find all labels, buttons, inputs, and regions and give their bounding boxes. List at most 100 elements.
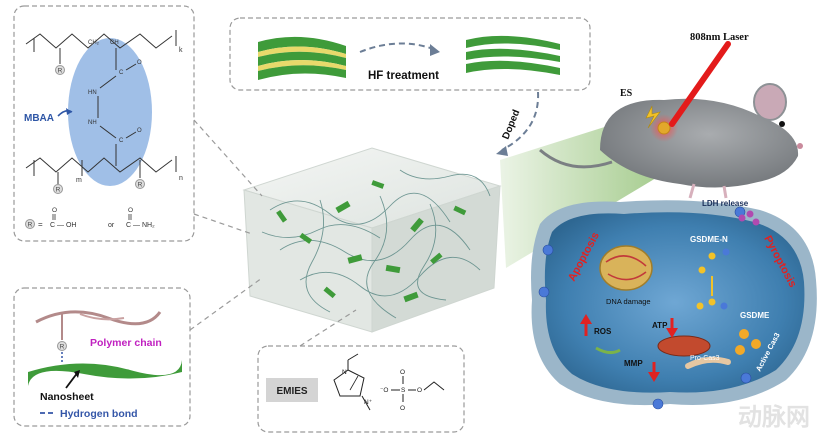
mouse-feet xyxy=(688,183,728,199)
emies-panel: EMIES N⁺ N ⁻O S O O O xyxy=(257,345,465,433)
ldh-dot-3 xyxy=(752,218,760,226)
connector-structure-2 xyxy=(193,213,253,235)
flake-2 xyxy=(371,180,385,189)
ch2-top: CH₂ xyxy=(88,40,100,46)
ldh-dot-1 xyxy=(738,214,746,222)
flake-3 xyxy=(410,217,424,233)
watermark-text: 动脉网 xyxy=(738,404,810,431)
strand-7 xyxy=(261,224,381,239)
imidazolium-ring xyxy=(333,369,365,397)
connector-structure-1 xyxy=(193,119,263,197)
cas3-1 xyxy=(739,329,749,339)
pore-3 xyxy=(652,398,664,410)
interaction-panel-border xyxy=(13,287,191,427)
ros-curve xyxy=(595,346,621,355)
r-def-group1: C — OH xyxy=(50,222,76,229)
es-label: ES xyxy=(620,88,633,99)
sub-n: n xyxy=(179,175,183,182)
strand-3 xyxy=(299,256,481,297)
ldh-molecules xyxy=(738,210,760,226)
flake-9 xyxy=(453,205,467,216)
gsdme-node-1 xyxy=(708,252,716,260)
membrane-pores xyxy=(538,206,752,410)
laser-label: 808nm Laser xyxy=(690,32,749,43)
strand-8 xyxy=(399,169,491,197)
ros-arrowhead xyxy=(580,314,592,324)
mmp-label: MMP xyxy=(624,359,643,368)
emies-label-box xyxy=(266,378,318,402)
strand-1 xyxy=(269,192,451,225)
sheet-1 xyxy=(466,35,560,50)
flake-1 xyxy=(335,200,351,214)
strand-5 xyxy=(366,195,397,319)
nucleus xyxy=(599,245,653,291)
r-circle-bl xyxy=(53,184,63,194)
mbaa-label: MBAA xyxy=(24,113,54,124)
hn-label: HN xyxy=(88,90,97,96)
hf-arrowhead xyxy=(430,44,440,56)
gsdme-n-label: GSDME-N xyxy=(690,235,728,244)
pore-1 xyxy=(542,244,554,256)
r-def-group2: C — NH₂ xyxy=(126,222,155,229)
ldh-label: LDH release xyxy=(702,199,749,208)
hydrogel-cube xyxy=(242,147,502,333)
mbaa-ellipse xyxy=(68,38,152,186)
active-cas3-icons xyxy=(735,329,761,355)
nanosheet-shape xyxy=(28,360,182,386)
gsdme-node-2 xyxy=(722,248,730,256)
cas3-3 xyxy=(735,345,745,355)
mouse-nose xyxy=(797,143,803,149)
cas3-2 xyxy=(751,339,761,349)
hf-treatment-label: HF treatment xyxy=(368,70,439,82)
cell: LDH release Apoptosis Pyroptosis GSDME-N… xyxy=(531,199,817,410)
r-circle-top xyxy=(55,65,65,75)
sub-k: k xyxy=(179,47,183,54)
hydrogen-bond-label: Hydrogen bond xyxy=(60,408,138,420)
pro-cas3-shape xyxy=(685,356,731,369)
gsdme-tree xyxy=(696,248,730,310)
r-circle-br xyxy=(135,179,145,189)
flake-5 xyxy=(347,254,363,264)
mouse-eye xyxy=(779,121,785,127)
r-def-equals: = xyxy=(38,220,43,229)
methyl-bond xyxy=(361,395,371,411)
pro-cas3-label: Pro-Cas3 xyxy=(690,355,720,362)
exfoliated-sheets xyxy=(466,35,560,75)
r-label-bl: R xyxy=(56,187,61,194)
atp-label: ATP xyxy=(652,321,668,330)
r-label-top: R xyxy=(58,68,63,75)
r-label-def: R xyxy=(28,222,33,229)
o-bottom: O xyxy=(137,128,142,134)
o-top: O xyxy=(137,60,142,66)
bottom-backbone xyxy=(25,157,173,173)
nh-label: NH xyxy=(88,120,97,126)
dna-strands xyxy=(605,255,647,281)
connector-emies xyxy=(299,309,357,347)
stack-layer-5 xyxy=(258,65,346,80)
ch-top: CH xyxy=(110,40,119,46)
nanosheet-label: Nanosheet xyxy=(40,391,94,403)
lightning-icon xyxy=(645,105,661,129)
o-down-label: O xyxy=(400,405,405,412)
mmp-arrowhead xyxy=(648,372,660,382)
connector-lines xyxy=(189,119,357,347)
strand-6 xyxy=(417,203,447,301)
top-backbone xyxy=(25,33,173,49)
ros-label: ROS xyxy=(594,327,612,336)
pore-4 xyxy=(740,372,752,384)
hf-panel: HF treatment xyxy=(229,17,591,91)
o-right-label: O xyxy=(417,387,422,394)
emies-label: EMIES xyxy=(276,386,307,397)
mbaa-link-4 xyxy=(99,125,117,139)
gsdme-node-5 xyxy=(708,298,716,306)
flake-4 xyxy=(299,232,313,244)
o-minus-label: ⁻O xyxy=(380,387,389,394)
doped-label: Doped xyxy=(501,108,523,141)
sheet-2 xyxy=(466,48,560,62)
implant-site xyxy=(657,121,671,135)
cube-flakes xyxy=(276,180,467,303)
mbaa-arrowhead xyxy=(66,108,72,115)
nanosheet-pointer-head xyxy=(74,370,80,378)
n-label: N xyxy=(342,369,347,376)
